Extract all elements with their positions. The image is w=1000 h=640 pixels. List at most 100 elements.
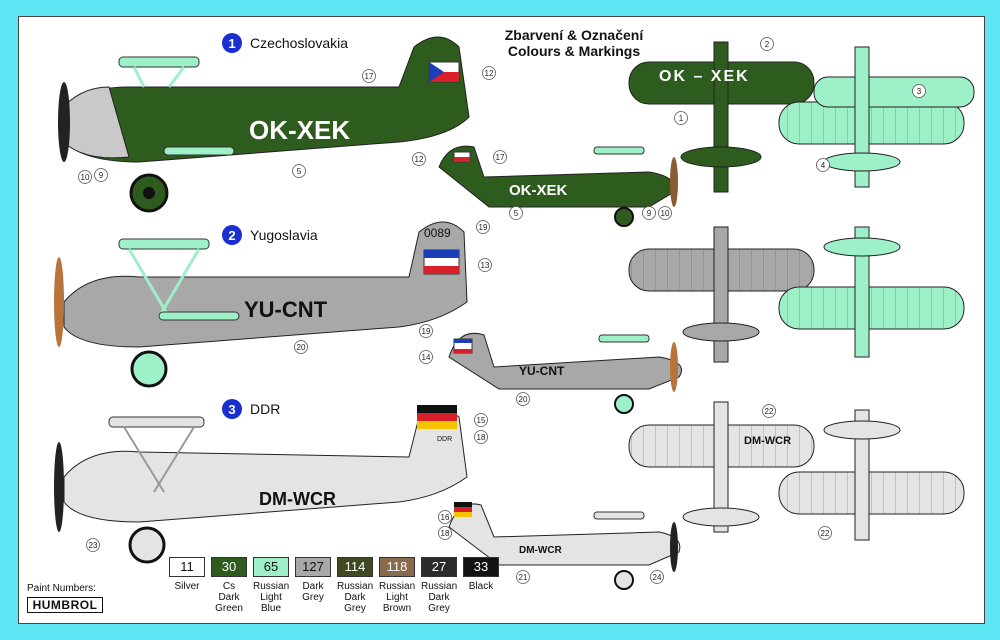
scheme-1-heading: 1 Czechoslovakia	[222, 33, 348, 53]
callout-circle	[94, 168, 108, 182]
scheme-2-profile: 0089 YU-CNT	[54, 221, 468, 388]
scheme-3-heading: 3 DDR	[222, 399, 280, 419]
scheme-3-tail-text: DDR	[437, 436, 452, 443]
callout-number: 2	[765, 40, 770, 49]
swatch-0-name: Silver	[174, 581, 200, 592]
callout-circle	[912, 84, 926, 98]
scheme-3-registration: DM-WCR	[259, 489, 336, 509]
scheme-3-small-profile: DM-WCR	[448, 502, 681, 590]
callout-circle	[674, 111, 688, 125]
callout-number: 3	[917, 87, 922, 96]
callout-circle	[493, 150, 507, 164]
callout-circle	[362, 69, 376, 83]
callout-number: 17	[496, 153, 505, 162]
swatch-4-chip: 114	[337, 557, 373, 577]
scheme-1-small-registration: OK-XEK	[509, 182, 568, 199]
callout-number: 10	[661, 209, 670, 218]
callout-number: 16	[441, 513, 450, 522]
scheme-1-wing-registration: OK – XEK	[659, 68, 750, 85]
swatch-6-name: Russian Dark Grey	[421, 581, 458, 614]
scheme-1-profile: OK-XEK	[58, 36, 470, 213]
callout-number: 19	[422, 327, 431, 336]
callout-number: 22	[765, 407, 774, 416]
swatch-4-name: Russian Dark Grey	[337, 581, 374, 614]
callout-circle	[478, 258, 492, 272]
callout-circle	[419, 324, 433, 338]
swatch-5-name: Russian Light Brown	[379, 581, 416, 614]
paint-numbers-label: Paint Numbers:	[27, 583, 96, 594]
callout-circle	[294, 340, 308, 354]
title: Zbarvení & Označení Colours & Markings	[459, 27, 689, 59]
callout-number: 5	[514, 209, 519, 218]
callout-number: 10	[81, 173, 90, 182]
callout-circle	[642, 206, 656, 220]
scheme-3-top-view: DM-WCR	[628, 401, 815, 533]
callout-circle	[516, 570, 530, 584]
callout-markers: 1234559910101212131415161717181819192020…	[78, 37, 926, 584]
callout-circle	[482, 66, 496, 80]
callout-number: 21	[519, 573, 528, 582]
swatch-6-chip: 27	[421, 557, 457, 577]
title-czech: Zbarvení & Označení	[504, 27, 644, 43]
scheme-2-bottom-view	[778, 226, 965, 358]
callout-circle	[509, 206, 523, 220]
callout-circle	[412, 152, 426, 166]
scheme-2-tail-number: 0089	[424, 226, 451, 240]
callout-circle	[419, 350, 433, 364]
callout-circle	[650, 570, 664, 584]
scheme-3-bottom-view	[778, 409, 965, 541]
swatch-7-chip: 33	[463, 557, 499, 577]
scheme-1-badge: 1	[222, 33, 242, 53]
callout-number: 20	[519, 395, 528, 404]
swatch-3-chip: 127	[295, 557, 331, 577]
scheme-3-badge: 3	[222, 399, 242, 419]
scheme-2-registration: YU-CNT	[244, 297, 328, 322]
callout-number: 23	[89, 541, 98, 550]
callout-circle	[762, 404, 776, 418]
title-english: Colours & Markings	[507, 43, 641, 59]
callout-number: 14	[422, 353, 431, 362]
scheme-3-small-registration: DM-WCR	[519, 545, 563, 556]
aircraft-drawings: OK-XEK OK-XEK OK – XEK	[54, 36, 975, 590]
scheme-2-small-profile: YU-CNT	[448, 332, 682, 414]
brand-label: HUMBROL	[27, 597, 103, 613]
scheme-2-top-view	[628, 226, 815, 363]
callout-number: 19	[479, 223, 488, 232]
scheme-1-small-profile: OK-XEK	[438, 145, 678, 227]
callout-number: 12	[485, 69, 494, 78]
scheme-2-badge: 2	[222, 225, 242, 245]
callout-circle	[516, 392, 530, 406]
scheme-3-country: DDR	[250, 401, 281, 417]
callout-number: 18	[477, 433, 486, 442]
scheme-2-small-registration: YU-CNT	[519, 364, 565, 378]
callout-circle	[292, 164, 306, 178]
callout-circle	[818, 526, 832, 540]
swatch-5-chip: 118	[379, 557, 415, 577]
scheme-3-wing-registration: DM-WCR	[744, 435, 791, 447]
scheme-1-bottom-view	[778, 46, 975, 188]
callout-circle	[474, 413, 488, 427]
swatch-2-name: Russian Light Blue	[253, 581, 290, 614]
callout-number: 5	[297, 167, 302, 176]
callout-number: 12	[415, 155, 424, 164]
callout-number: 24	[653, 573, 662, 582]
callout-circle	[86, 538, 100, 552]
callout-number: 4	[821, 161, 826, 170]
callout-number: 15	[477, 416, 486, 425]
callout-number: 9	[99, 171, 104, 180]
callout-circle	[658, 206, 672, 220]
callout-number: 1	[679, 114, 684, 123]
swatch-0-chip: 11	[169, 557, 205, 577]
callout-number: 9	[647, 209, 652, 218]
scheme-1-country: Czechoslovakia	[250, 35, 349, 51]
scheme-1-registration: OK-XEK	[249, 115, 350, 145]
callout-circle	[816, 158, 830, 172]
